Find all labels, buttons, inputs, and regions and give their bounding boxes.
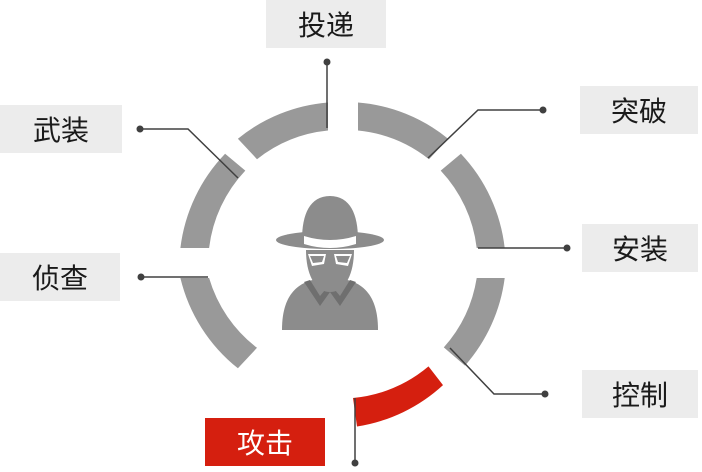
ring-segment-anzhuang [440,153,505,248]
ring-segment-zhencha [180,278,257,369]
stage-label-zhencha: 侦查 [0,253,120,301]
connector-kongzhi [449,347,544,395]
stage-label-anzhuang: 安装 [582,224,698,272]
connector-tupo [427,109,542,159]
stage-label-wuzhuang: 武装 [0,105,122,153]
stage-label-gongji: 攻击 [205,418,325,466]
stage-label-kongzhi: 控制 [582,370,698,418]
ring-segment-tupo [358,102,449,160]
dot-wuzhuang [136,125,144,133]
ring-segment-wuzhuang [180,153,246,248]
stage-label-text: 突破 [610,95,667,128]
ring-segments [180,102,505,427]
dot-tupo [539,106,547,114]
dot-gongji [351,459,359,467]
connector-wuzhuang [140,128,239,179]
stage-label-tupo: 突破 [580,86,698,134]
connector-dots [136,58,571,467]
stage-label-toudi: 投递 [266,0,386,48]
dot-anzhuang [563,244,571,252]
ring-segment-gongji [353,366,443,427]
stage-label-text: 投递 [297,9,354,42]
stage-label-text: 控制 [611,379,668,412]
stage-label-text: 侦查 [31,262,88,295]
dot-kongzhi [541,390,549,398]
stage-label-text: 攻击 [236,427,293,460]
ring-segment-kongzhi [443,278,505,366]
connectors [140,64,566,462]
stage-label-text: 安装 [611,233,668,266]
dot-toudi [323,58,331,66]
ring-segment-toudi [237,102,328,160]
dot-zhencha [137,273,145,281]
spy-icon [276,196,384,330]
stage-label-text: 武装 [32,114,89,147]
